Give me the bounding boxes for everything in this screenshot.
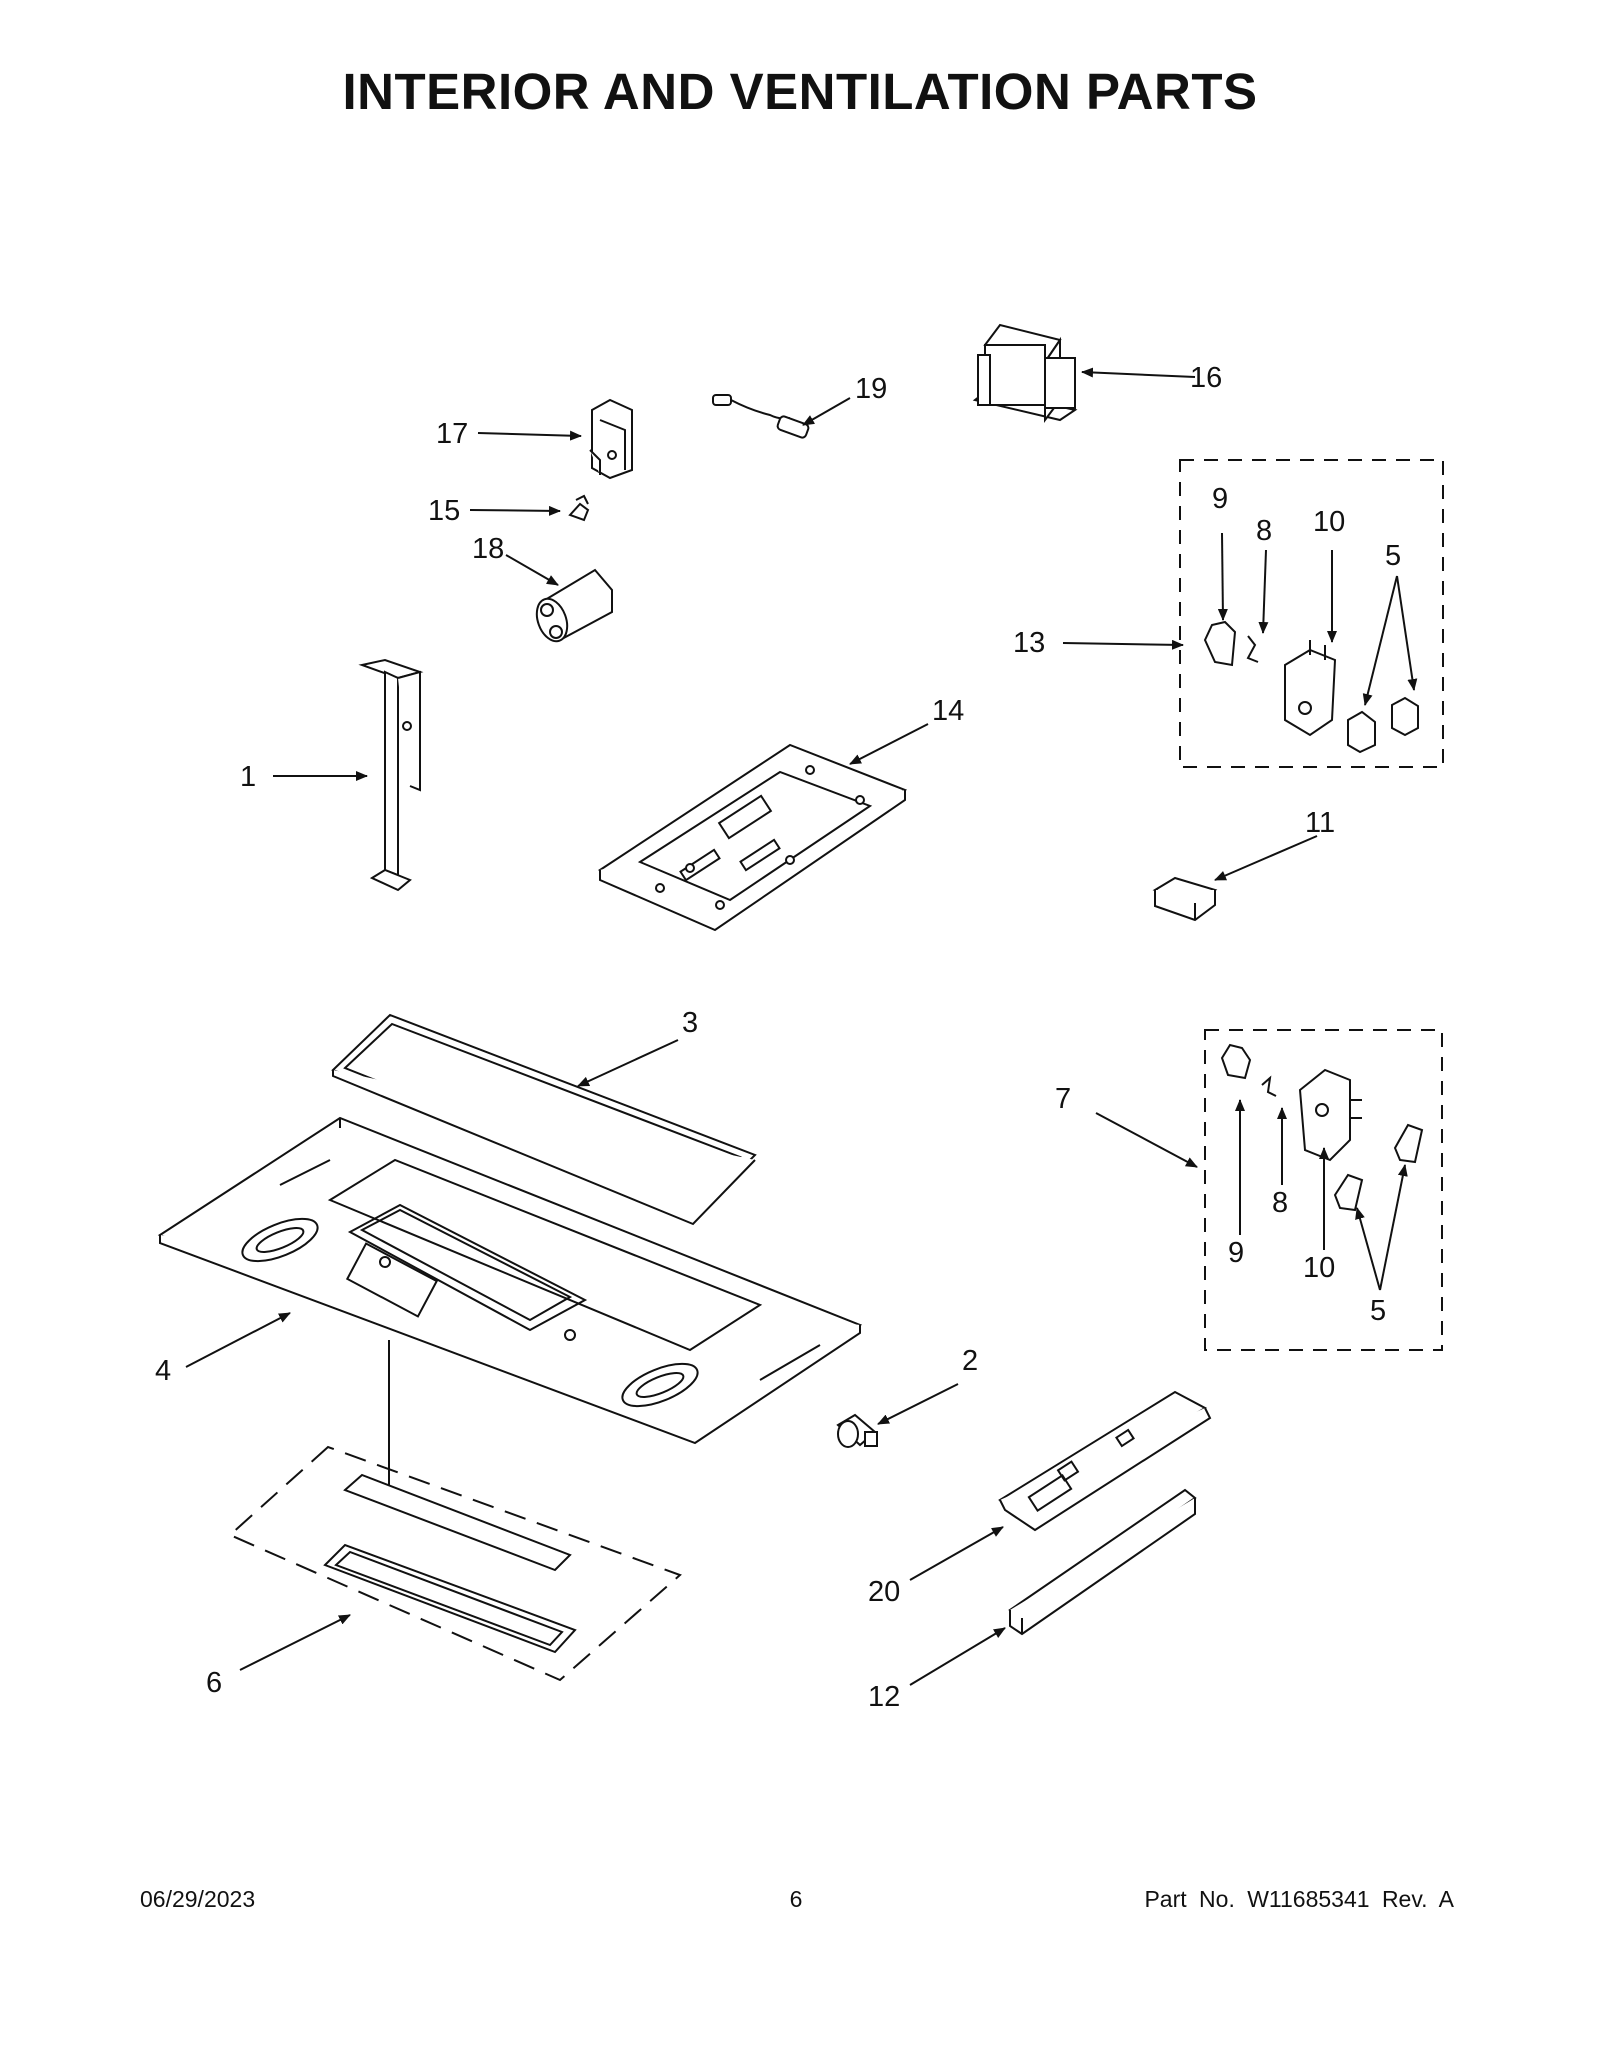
grille-group-box bbox=[228, 1445, 682, 1682]
callout-19: 19 bbox=[855, 373, 887, 405]
callout-1: 1 bbox=[240, 761, 256, 793]
vent-channel-part bbox=[998, 1390, 1212, 1532]
page-title: INTERIOR AND VENTILATION PARTS bbox=[342, 63, 1258, 120]
base-plate-part bbox=[597, 743, 908, 932]
support-bracket-part bbox=[358, 658, 424, 892]
callout-10-lower: 10 bbox=[1303, 1252, 1335, 1284]
main-tray-part bbox=[157, 1116, 863, 1445]
grille-assembly-part bbox=[323, 1473, 577, 1654]
clip-part-15 bbox=[568, 494, 590, 522]
callout-2: 2 bbox=[962, 1345, 978, 1377]
capacitor-part bbox=[535, 568, 613, 643]
callout-18: 18 bbox=[472, 533, 504, 565]
callout-7: 7 bbox=[1055, 1083, 1071, 1115]
callout-6: 6 bbox=[206, 1667, 222, 1699]
bar-part-12 bbox=[1008, 1488, 1197, 1636]
callout-13: 13 bbox=[1013, 627, 1045, 659]
footer-part-number: Part No. W11685341 Rev. A bbox=[1144, 1886, 1454, 1912]
callout-numbers: 16 19 17 15 18 1 14 9 8 10 5 13 11 3 7 9… bbox=[155, 362, 1401, 1713]
leader-arrows bbox=[185, 367, 1418, 1686]
small-component-part-11 bbox=[1152, 876, 1218, 922]
callout-16: 16 bbox=[1190, 362, 1222, 394]
bracket-part-17 bbox=[589, 398, 633, 480]
footer-page-number: 6 bbox=[789, 1886, 803, 1912]
callout-9-lower: 9 bbox=[1228, 1237, 1244, 1269]
callout-4: 4 bbox=[155, 1355, 171, 1387]
switch-holder-assembly-7 bbox=[1220, 1043, 1424, 1212]
callout-8-upper: 8 bbox=[1256, 515, 1272, 547]
callout-3: 3 bbox=[682, 1007, 698, 1039]
callout-5-upper: 5 bbox=[1385, 540, 1401, 572]
light-socket-part bbox=[836, 1413, 878, 1448]
callout-17: 17 bbox=[436, 418, 468, 450]
transformer-part bbox=[972, 323, 1078, 423]
assembly-13-group-box bbox=[1179, 459, 1444, 768]
wire-harness-part bbox=[712, 394, 810, 439]
callout-14: 14 bbox=[932, 695, 964, 727]
callout-5-lower: 5 bbox=[1370, 1295, 1386, 1327]
footer-date: 06/29/2023 bbox=[140, 1886, 256, 1912]
assembly-7-group-box bbox=[1204, 1029, 1443, 1351]
callout-11: 11 bbox=[1305, 807, 1335, 839]
filter-panel-part bbox=[331, 1013, 757, 1226]
callout-8-lower: 8 bbox=[1272, 1187, 1288, 1219]
callout-12: 12 bbox=[868, 1681, 900, 1713]
callout-15: 15 bbox=[428, 495, 460, 527]
callout-20: 20 bbox=[868, 1576, 900, 1608]
callout-9-upper: 9 bbox=[1212, 483, 1228, 515]
switch-holder-assembly-13 bbox=[1203, 620, 1419, 754]
callout-10-upper: 10 bbox=[1313, 506, 1345, 538]
